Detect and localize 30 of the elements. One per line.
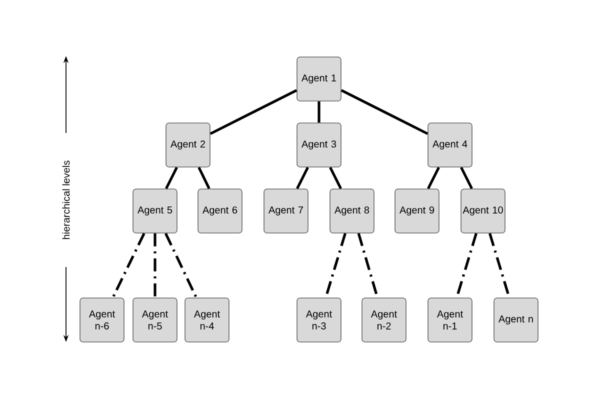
connector-line [164, 232, 198, 298]
connector-line [165, 166, 178, 190]
axis-label: hierarchical levels [62, 160, 70, 240]
agent-box: Agent 1 [296, 56, 342, 102]
agent-box: Agent n-5 [132, 298, 178, 342]
connector-line [154, 233, 156, 298]
agent-box: Agent 3 [296, 122, 342, 168]
connector-line [318, 101, 320, 123]
connector-line [427, 166, 440, 190]
agent-box: Agent n-4 [184, 298, 230, 342]
connector-line [329, 166, 342, 190]
connector-line [112, 232, 146, 298]
agent-box: Agent 5 [132, 188, 178, 234]
agent-box: Agent 7 [264, 188, 308, 234]
agent-box: Agent n-2 [362, 298, 406, 342]
connector-line [210, 89, 298, 135]
agent-box: Agent n-1 [428, 298, 472, 342]
connector-line [198, 166, 210, 190]
connector-line [460, 166, 473, 190]
connector-line [296, 166, 309, 190]
agent-box: Agent 4 [428, 122, 472, 168]
agent-box: Agent 10 [460, 188, 506, 234]
agent-box: Agent 2 [166, 122, 210, 168]
agent-box: Agent 6 [198, 188, 242, 234]
connector-line [340, 89, 428, 135]
agent-box: Agent 9 [394, 188, 440, 234]
agent-box: Agent n-6 [80, 298, 124, 342]
agent-box: Agent 8 [330, 188, 374, 234]
agent-box: Agent n-3 [296, 298, 342, 342]
agent-box: Agent n [494, 298, 538, 342]
